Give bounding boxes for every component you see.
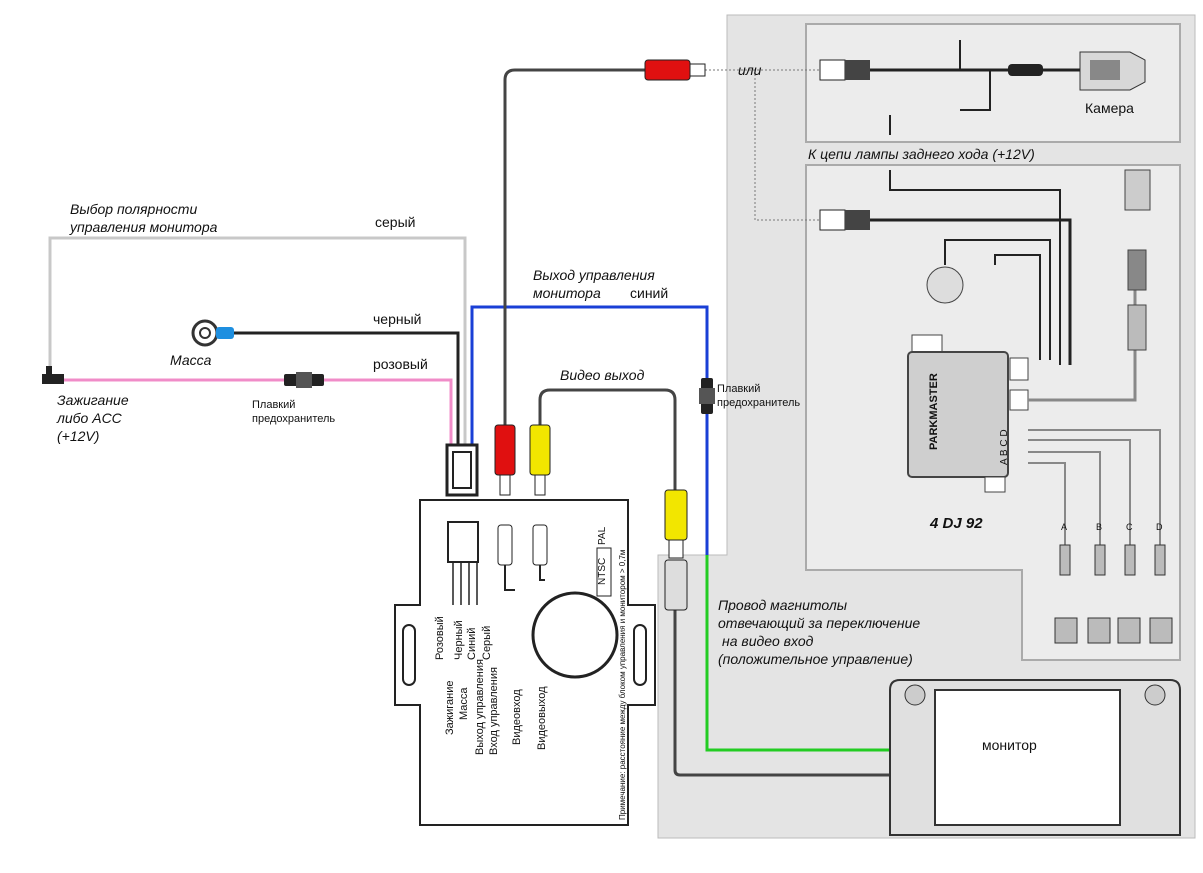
sensor-label: A — [1061, 522, 1067, 532]
rca-jack-icon — [819, 209, 870, 231]
gray-label: серый — [375, 214, 415, 230]
camera-connector-icon — [1008, 64, 1043, 76]
abcd-label: A B C D — [999, 429, 1010, 465]
reverse-lamp-label: К цепи лампы заднего хода (+12V) — [808, 146, 1035, 162]
hu-wire-label: отвечающий за переключение — [718, 615, 920, 631]
note-label: Примечание: расстояние между блоком упра… — [618, 550, 627, 820]
ground-label: Масса — [170, 352, 212, 368]
pink-wire — [60, 378, 453, 445]
sensor-label: C — [1126, 522, 1133, 532]
monitor-ctrl-label: монитора — [533, 285, 601, 301]
sensor-wires — [1028, 429, 1161, 545]
sensor-label: B — [1096, 522, 1102, 532]
video-out-cable — [538, 388, 677, 490]
red-rca-cable — [503, 68, 645, 425]
video-out-label: Видео выход — [560, 367, 645, 383]
ground-ring-icon — [191, 319, 234, 347]
ignition-label: либо ACC — [56, 410, 123, 426]
box-label: Зажигание — [444, 681, 456, 736]
side-connector-icon — [1124, 169, 1151, 351]
gray-wire — [48, 236, 467, 445]
ntsc-label: NTSC — [597, 558, 608, 585]
yellow-rca-plug-icon — [664, 489, 688, 611]
parkmaster-label: PARKMASTER — [928, 373, 940, 450]
model-label: 4 DJ 92 — [929, 515, 983, 532]
fuse-label: предохранитель — [252, 413, 335, 425]
box-label: Вход управления — [488, 667, 500, 755]
fuse-label: Плавкий — [252, 399, 295, 411]
ignition-label: (+12V) — [57, 428, 99, 444]
camera-label: Камера — [1085, 100, 1134, 116]
box-label: Розовый — [434, 616, 446, 660]
monitor-video-cable — [673, 610, 890, 777]
box-label: Видеовыход — [536, 686, 548, 750]
sensor-icon — [1054, 544, 1173, 644]
fuse-icon — [284, 372, 324, 388]
fuse2-label: предохранитель — [717, 397, 800, 409]
ignition-label: Зажигание — [57, 392, 129, 408]
yellow-rca-plug-icon — [529, 424, 551, 496]
box-label: Масса — [458, 687, 470, 720]
hu-wire-label: на видео вход — [722, 633, 814, 649]
box-label: Выход управления — [474, 659, 486, 755]
camera-icon — [1079, 51, 1146, 91]
green-wire — [705, 555, 890, 752]
parkmaster-unit — [907, 334, 1029, 493]
box-label: Синий — [466, 628, 478, 660]
blue-wire — [470, 305, 709, 555]
power-connector-icon — [445, 443, 479, 497]
ignition-connector-icon — [42, 366, 64, 384]
polarity-title: Выбор полярности — [70, 201, 197, 217]
control-module — [394, 499, 656, 826]
or-dotted-line — [705, 69, 820, 221]
black-label: черный — [373, 311, 421, 327]
fuse-icon — [699, 378, 715, 414]
monitor-label: монитор — [982, 737, 1037, 753]
pink-label: розовый — [373, 356, 428, 372]
blue-label: синий — [630, 285, 668, 301]
rca-jack-icon — [819, 59, 870, 81]
or-label: или — [738, 62, 762, 78]
hu-wire-label: Провод магнитолы — [718, 597, 848, 613]
box-label: Черный — [453, 620, 465, 660]
buzzer-icon — [926, 266, 964, 304]
monitor-icon — [889, 679, 1181, 836]
monitor-ctrl-label: Выход управления — [533, 267, 655, 283]
hu-wire-label: (положительное управление) — [718, 651, 913, 667]
pal-label: PAL — [597, 526, 608, 545]
box-label: Видеовход — [511, 689, 523, 745]
red-rca-plug-icon — [644, 59, 706, 81]
box-label: Серый — [481, 626, 493, 660]
polarity-title: управления монитора — [69, 219, 218, 235]
sensor-label: D — [1156, 522, 1163, 532]
red-rca-plug-icon — [494, 424, 516, 496]
black-wire — [232, 331, 460, 445]
fuse2-label: Плавкий — [717, 383, 760, 395]
